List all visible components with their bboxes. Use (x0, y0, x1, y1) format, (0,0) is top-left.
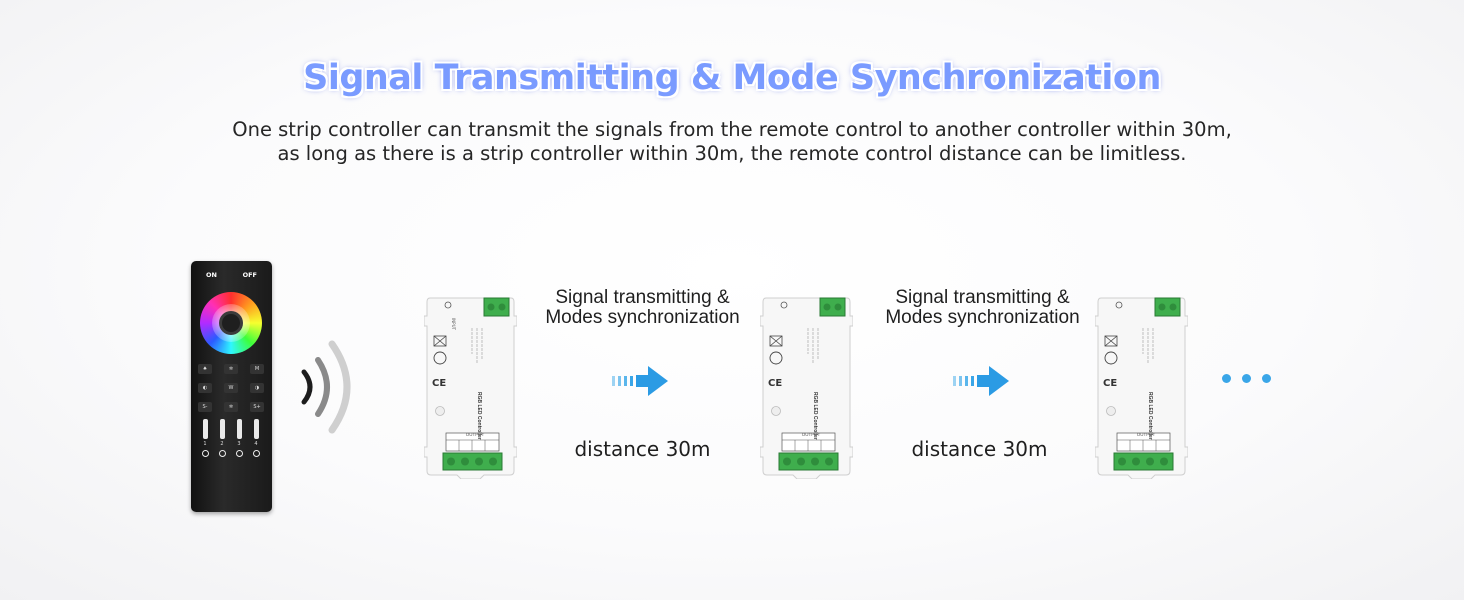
step-label: Signal transmitting & Modes synchronizat… (870, 288, 1095, 328)
description-line-2: as long as there is a strip controller w… (277, 142, 1187, 165)
controller-body: CE (760, 297, 853, 479)
distance-label: distance 30m (911, 437, 1048, 461)
signal-waves-icon (301, 340, 351, 434)
zone-number: 2 (220, 441, 224, 447)
ellipsis-dot (1222, 374, 1231, 383)
zone-indicator (219, 450, 226, 457)
controller-product-label: RGB LED Controller (1147, 392, 1153, 440)
zone-number: 4 (254, 441, 258, 447)
remote-on-off-bar: ON OFF (198, 269, 265, 282)
arrow-right-icon (953, 366, 1009, 396)
step-label-line-1: Signal transmitting & (555, 287, 730, 308)
zone-number: 3 (237, 441, 241, 447)
remote-button: S+ (250, 402, 264, 412)
zone-indicator (236, 450, 243, 457)
controller-product-label: RGB LED Controller (476, 392, 482, 440)
svg-text:CE: CE (768, 378, 782, 389)
description-line-1: One strip controller can transmit the si… (232, 118, 1232, 141)
controller-output-label: OUTPUT (801, 432, 821, 437)
svg-text:CE: CE (432, 378, 446, 389)
remote-button: ✲ (224, 402, 238, 412)
ellipsis-icon (1222, 374, 1278, 384)
zone-number: 1 (203, 441, 207, 447)
strip-controller: INPUT CE RGB LED Controller OUTPUT (424, 294, 517, 479)
remote-button: S- (198, 402, 212, 412)
distance-label: distance 30m (574, 437, 711, 461)
zone-indicator (253, 450, 260, 457)
remote-off-label: OFF (242, 271, 257, 279)
svg-text:INPUT: INPUT (451, 318, 456, 331)
zone-slider (254, 419, 259, 439)
zone-slider (203, 419, 208, 439)
remote-button: ♠ (198, 364, 212, 374)
strip-controller: CE RGB LED Controller OUTPUT (1095, 294, 1188, 479)
remote-button: W (224, 383, 238, 393)
controller-output-label: OUTPUT (465, 432, 485, 437)
zone-indicator (202, 450, 209, 457)
remote-button: ✲ (224, 364, 238, 374)
remote-button: ◐ (198, 383, 212, 393)
step-label-line-2: Modes synchronization (545, 307, 740, 328)
page-title: Signal Transmitting & Mode Synchronizati… (303, 58, 1161, 98)
svg-text:CE: CE (1103, 378, 1117, 389)
controller-body: CE (1095, 297, 1188, 479)
controller-body: INPUT CE (424, 297, 517, 479)
ellipsis-dot (1262, 374, 1271, 383)
remote-button: ◑ (250, 383, 264, 393)
controller-output-label: OUTPUT (1136, 432, 1156, 437)
arrow-right-icon (612, 366, 668, 396)
remote-on-label: ON (206, 271, 217, 279)
color-wheel (200, 292, 262, 354)
controller-product-label: RGB LED Controller (812, 392, 818, 440)
step-label: Signal transmitting & Modes synchronizat… (530, 288, 755, 328)
ellipsis-dot (1242, 374, 1251, 383)
remote-control-icon: ON OFF ♠ ✲ M ◐ W ◑ S- ✲ S+ 1 2 3 4 (191, 261, 272, 512)
zone-slider (220, 419, 225, 439)
strip-controller: CE RGB LED Controller OUTPUT (760, 294, 853, 479)
zone-slider (237, 419, 242, 439)
step-label-line-2: Modes synchronization (885, 307, 1080, 328)
step-label-line-1: Signal transmitting & (895, 287, 1070, 308)
remote-button: M (250, 364, 264, 374)
